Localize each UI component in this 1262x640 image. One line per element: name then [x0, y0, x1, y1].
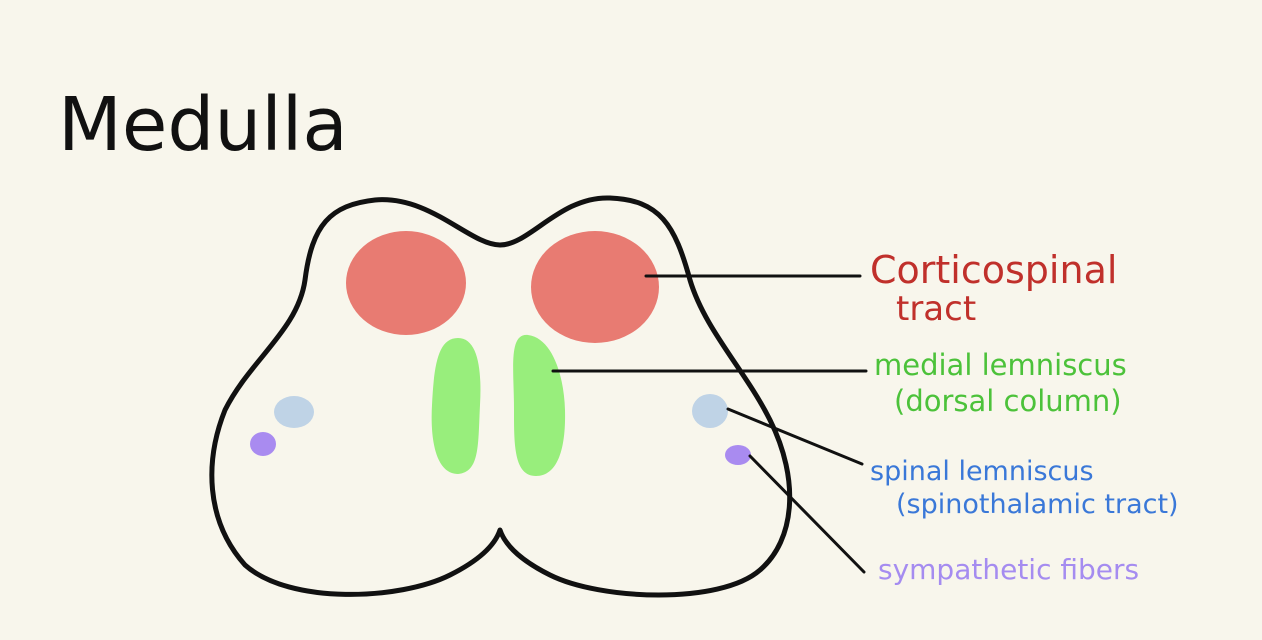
- corticospinal-label-line2: tract: [896, 289, 976, 329]
- sympathetic-fibers-label: sympathetic fibers: [878, 553, 1139, 586]
- spinal-lemniscus-left: [274, 396, 314, 428]
- page-title: Medulla: [58, 82, 348, 168]
- corticospinal-tract-left: [346, 231, 466, 335]
- spinal-lemniscus-right: [692, 394, 728, 428]
- sympathetic-fibers-leader-line: [748, 454, 866, 574]
- medial-lemniscus-left: [431, 338, 481, 474]
- corticospinal-label-line1: Corticospinal: [870, 248, 1117, 292]
- medial-lemniscus-label-line1: medial lemniscus: [874, 348, 1127, 382]
- corticospinal-tract-right: [531, 231, 659, 343]
- spinal-lemniscus-label-line2: (spinothalamic tract): [896, 489, 1179, 520]
- medulla-outline: [209, 195, 793, 598]
- medial-lemniscus-right: [513, 334, 566, 476]
- spinal-lemniscus-label-line1: spinal lemniscus: [870, 456, 1094, 487]
- sympathetic-fibers-right: [725, 445, 751, 465]
- spinal-lemniscus-leader-line: [726, 407, 864, 466]
- sympathetic-fibers-left: [250, 432, 276, 456]
- medial-lemniscus-label-line2: (dorsal column): [894, 384, 1122, 418]
